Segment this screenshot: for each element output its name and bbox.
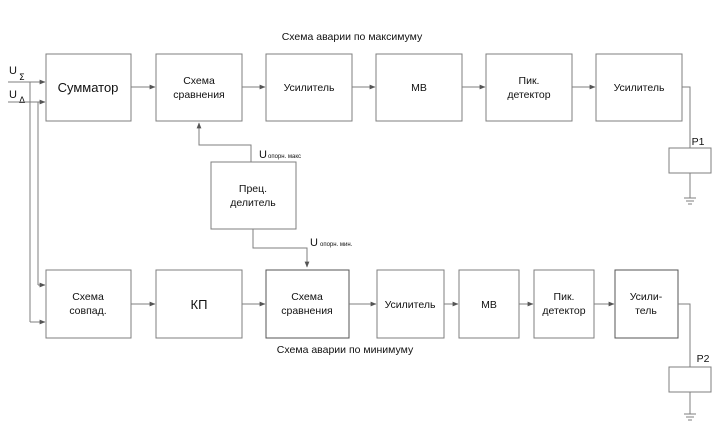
block-kp: КП [155,269,243,339]
svg-text:детектор: детектор [507,89,550,101]
ref-min-label: U опорн. мин. [310,237,353,249]
svg-text:Усилитель: Усилитель [284,82,335,94]
relay-p2: Р2 [668,353,712,393]
svg-text:Σ: Σ [19,73,25,83]
svg-text:Усилитель: Усилитель [385,299,436,311]
svg-text:детектор: детектор [542,305,585,317]
block-amp2-top: Усилитель [595,53,683,122]
svg-text:сравнения: сравнения [281,305,333,317]
svg-text:Прец.: Прец. [239,183,267,195]
wire-divider-compare-min [252,229,310,268]
wire-amp2-p1 [682,86,691,148]
svg-text:Р1: Р1 [692,136,705,148]
block-amp2-bottom: Усили- тель [614,269,679,339]
svg-text:U: U [9,89,17,101]
svg-text:Схема: Схема [291,291,323,303]
svg-text:МВ: МВ [481,299,497,311]
block-mv-top: МВ [375,53,463,122]
svg-text:Пик.: Пик. [519,75,540,87]
svg-text:U: U [310,237,318,249]
wire-amp2-p2 [678,303,691,367]
svg-text:опорн. макс: опорн. макс [268,154,301,160]
svg-text:совпад.: совпад. [69,305,106,317]
block-summator: Сумматор [45,53,132,122]
ground-icon-p2 [684,413,696,421]
block-peak-bottom: Пик. детектор [533,269,595,339]
svg-text:Усилитель: Усилитель [614,82,665,94]
relay-p1: Р1 [668,136,712,174]
block-amp1-top: Усилитель [265,53,353,122]
svg-text:Р2: Р2 [697,353,710,365]
block-peak-top: Пик. детектор [485,53,573,122]
input-u-delta: U Δ [9,89,26,106]
svg-text:Усили-: Усили- [630,291,663,303]
svg-text:U: U [259,149,267,161]
svg-text:сравнения: сравнения [173,89,225,101]
ref-max-label: U опорн. макс [259,149,301,161]
svg-text:тель: тель [635,305,657,317]
input-u-sigma: U Σ [9,65,25,83]
svg-text:делитель: делитель [230,197,276,209]
caption-max: Схема аварии по максимуму [282,31,423,43]
svg-text:Сумматор: Сумматор [58,80,119,95]
block-compare-max: Схема сравнения [155,53,243,122]
svg-text:Схема: Схема [183,75,215,87]
svg-text:Пик.: Пик. [554,291,575,303]
svg-text:МВ: МВ [411,82,427,94]
svg-text:опорн. мин.: опорн. мин. [320,242,353,248]
block-mv-bottom: МВ [458,269,520,339]
block-divider: Прец. делитель [210,161,297,230]
ground-icon-p1 [684,197,696,205]
block-coincidence: Схема совпад. [45,269,132,339]
block-compare-min: Схема сравнения [265,269,350,339]
block-amp1-bottom: Усилитель [376,269,445,339]
wire-divider-compare-max [196,122,252,162]
svg-text:U: U [9,65,17,77]
svg-text:КП: КП [191,297,208,312]
svg-text:Схема: Схема [72,291,104,303]
caption-min: Схема аварии по минимуму [277,344,414,356]
svg-text:Δ: Δ [19,96,26,106]
